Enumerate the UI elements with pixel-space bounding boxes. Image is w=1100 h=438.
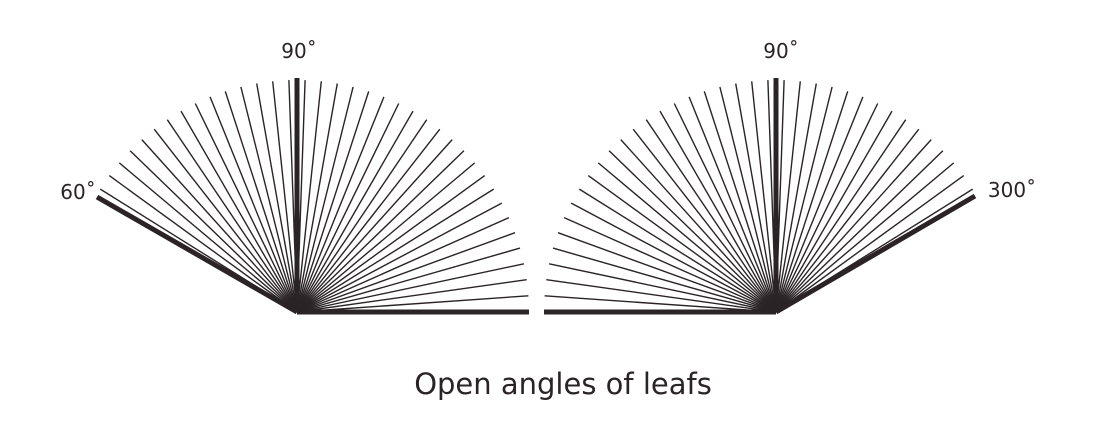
left-leaf-line-100deg [256, 83, 298, 313]
left-leaf-line-108deg [224, 91, 298, 313]
right-leaf-line-28deg [570, 202, 777, 313]
left-leaf-line-128deg [153, 128, 298, 313]
right-leaf-line-92deg [775, 80, 785, 313]
right-fan-side-label: 300˚ [988, 178, 1036, 202]
left-leaf-line-140deg [118, 162, 298, 313]
right-leaf-line-12deg [548, 263, 777, 313]
left-leaf-line-32deg [296, 188, 495, 313]
left-leaf-line-12deg [296, 263, 525, 313]
right-leaf-line-60deg [659, 110, 777, 313]
left-leaf-line-124deg [166, 119, 298, 313]
left-leaf-line-44deg [296, 150, 465, 313]
right-leaf-line-56deg [645, 119, 777, 313]
left-leaf-line-112deg [209, 96, 298, 313]
right-leaf-line-4deg [544, 295, 777, 313]
left-leaf-line-64deg [296, 103, 400, 313]
left-leaf-line-4deg [296, 295, 529, 313]
right-leaf-line-44deg [608, 150, 777, 313]
right-leaf-line-48deg [620, 139, 777, 313]
right-leaf-line-108deg [775, 91, 849, 313]
right-leaf-line-80deg [735, 83, 777, 313]
left-leaf-line-84deg [296, 81, 322, 313]
right-leaf-line-136deg [775, 150, 944, 313]
left-leaf-line-92deg [288, 80, 298, 313]
right-leaf-line-40deg [597, 162, 777, 313]
right-leaf-line-72deg [703, 91, 777, 313]
left-leaf-line-8deg [296, 279, 527, 313]
left-leaf-line-40deg [296, 162, 476, 313]
left-leaf-line-136deg [129, 150, 298, 313]
right-leaf-line-124deg [775, 119, 907, 313]
left-leaf-line-116deg [194, 103, 298, 313]
right-leaf-line-96deg [775, 81, 801, 313]
right-leaf-line-8deg [546, 279, 777, 313]
left-leaf-line-88deg [296, 80, 306, 313]
right-leaf-line-140deg [775, 162, 955, 313]
left-leaf-line-48deg [296, 139, 453, 313]
right-leaf-line-116deg [775, 103, 879, 313]
caption: Open angles of leafs [414, 367, 712, 401]
left-leaf-line-80deg [296, 83, 338, 313]
left-leaf-line-20deg [296, 232, 516, 313]
left-leaf-line-120deg [180, 110, 298, 313]
right-leaf-line-128deg [775, 128, 920, 313]
right-leaf-line-100deg [775, 83, 817, 313]
right-leaf-line-120deg [775, 110, 893, 313]
right-leaf-line-76deg [719, 86, 777, 313]
left-leaf-line-72deg [296, 91, 370, 313]
right-leaf-line-side [774, 193, 977, 315]
left-fan-top-label: 90˚ [281, 39, 316, 63]
left-leaf-line-56deg [296, 119, 428, 313]
left-leaf-line-16deg [296, 247, 521, 313]
right-leaf-line-16deg [552, 247, 777, 313]
left-leaf-line-28deg [296, 202, 503, 313]
right-leaf-line-52deg [632, 128, 777, 313]
right-fan [544, 78, 977, 315]
right-leaf-line-88deg [767, 80, 777, 313]
left-leaf-line-76deg [296, 86, 354, 313]
left-leaf-line-132deg [141, 139, 298, 313]
right-leaf-line-144deg [775, 175, 965, 313]
right-leaf-line-64deg [673, 103, 777, 313]
left-leaf-line-68deg [296, 96, 385, 313]
right-leaf-line-104deg [775, 86, 833, 313]
right-fan-top-label: 90˚ [763, 39, 798, 63]
right-leaf-line-132deg [775, 139, 932, 313]
right-leaf-line-112deg [775, 96, 864, 313]
left-leaf-line-96deg [272, 81, 298, 313]
right-leaf-line-84deg [751, 81, 777, 313]
left-leaf-line-side [95, 194, 299, 315]
left-leaf-line-60deg [296, 110, 414, 313]
right-leaf-line-36deg [587, 175, 777, 313]
left-leaf-line-36deg [296, 175, 486, 313]
right-leaf-line-68deg [688, 96, 777, 313]
left-leaf-line-104deg [240, 86, 298, 313]
left-leaf-line-144deg [108, 175, 298, 313]
left-leaf-line-24deg [296, 216, 510, 313]
left-leaf-line-52deg [296, 128, 441, 313]
left-fan [95, 78, 529, 315]
left-fan-side-label: 60˚ [60, 180, 95, 204]
right-leaf-line-24deg [563, 216, 777, 313]
right-leaf-line-20deg [557, 232, 777, 313]
right-leaf-line-32deg [578, 188, 777, 313]
